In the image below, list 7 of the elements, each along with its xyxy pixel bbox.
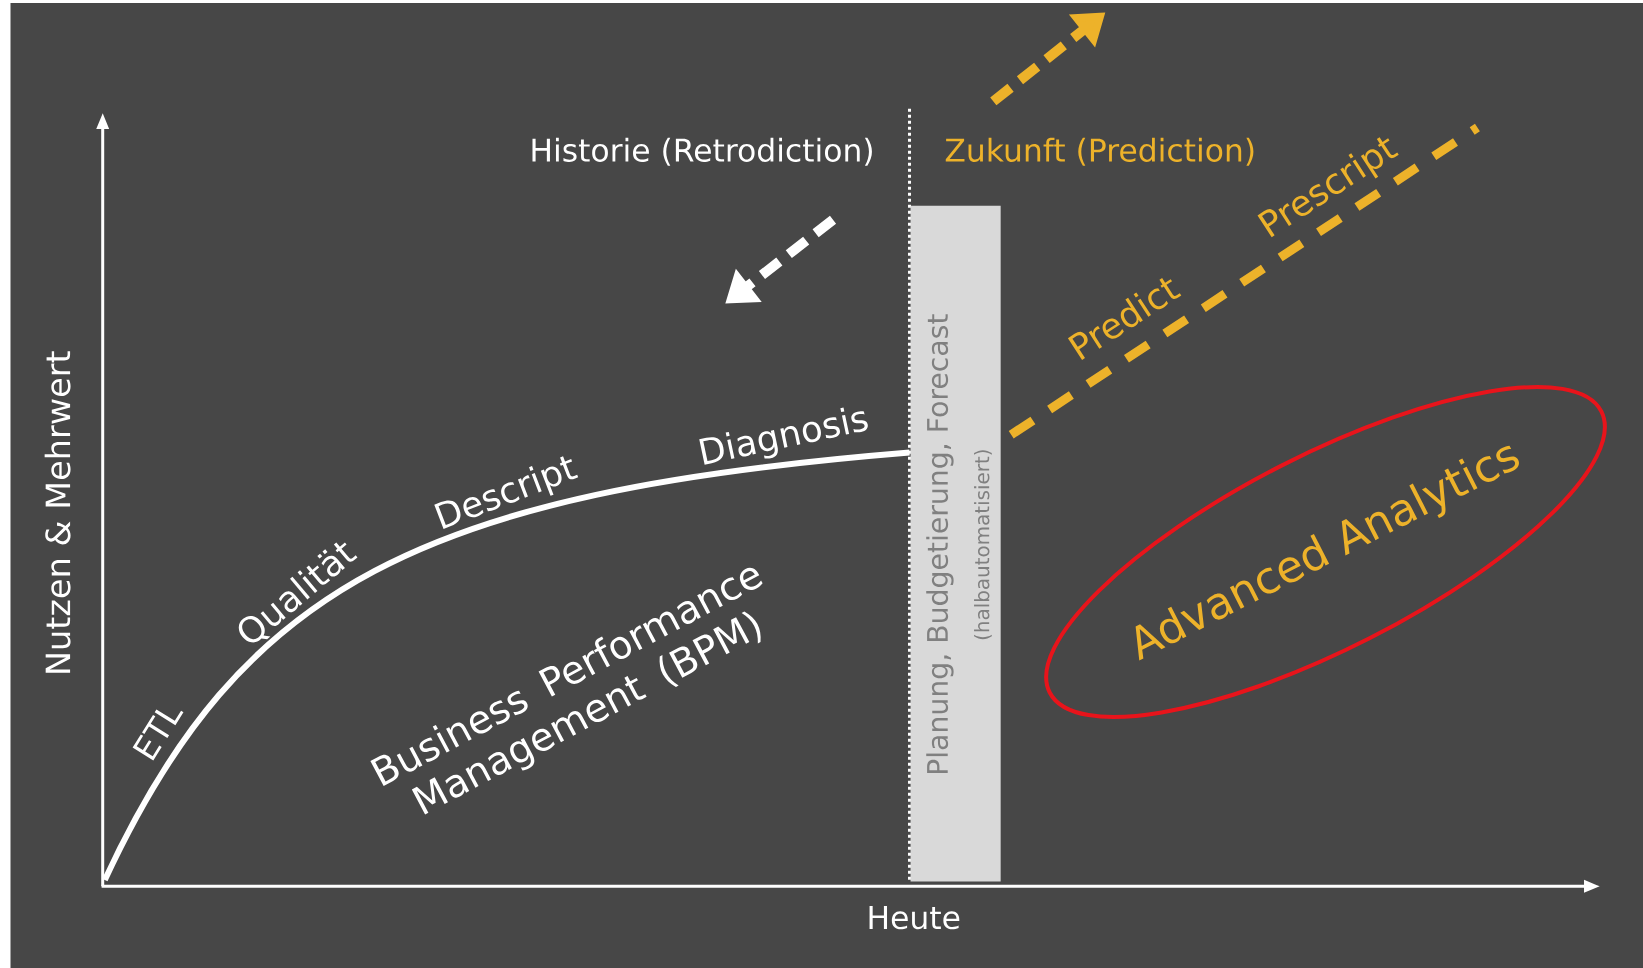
text-label: ETL (132, 709, 184, 761)
axis-label: Heute (869, 906, 960, 930)
text-label: Historie (Retrodiction) (532, 137, 872, 166)
axis-label: Nutzen & Mehrwert (44, 351, 71, 673)
text-label: Zukunft (Prediction) (945, 137, 1254, 166)
forecast-bar: Planung, Budgetierung, Forecast (halbautomatisiert) (910, 205, 1001, 882)
text-label: Diagnosis (699, 407, 868, 465)
